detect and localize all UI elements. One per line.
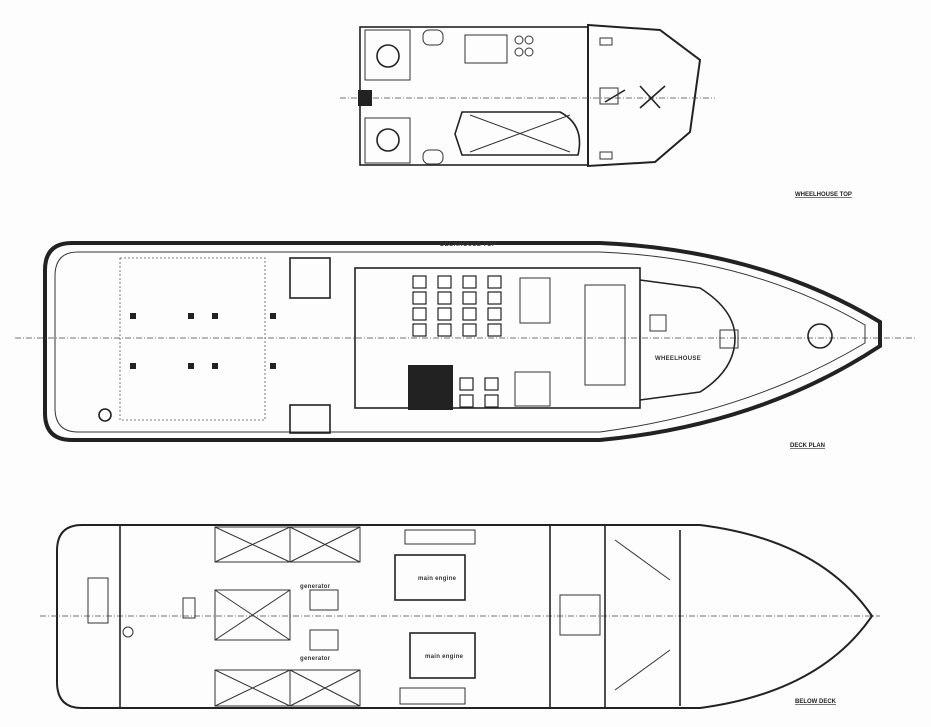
console [719, 329, 739, 349]
berths [614, 539, 671, 691]
liferaft-cradle [422, 149, 444, 165]
rescue-boat-outline [454, 111, 581, 156]
helm-chair [649, 314, 667, 332]
deck-hull-outline [43, 241, 882, 442]
deck-sockets [130, 313, 276, 369]
below-deck-view: main engine main engine generator genera… [40, 524, 880, 709]
winch-drum [376, 128, 400, 152]
mast-symbol [604, 85, 666, 109]
main-engine-starboard [409, 632, 476, 679]
deck-plan-title: DECK PLAN [790, 443, 825, 449]
toilet-block [408, 365, 453, 410]
wheelhouse-top-title: WHEELHOUSE TOP [795, 192, 852, 198]
below-deck-title: BELOW DECK [795, 699, 837, 705]
cargo-deck-area [119, 257, 266, 421]
wheelhouse-label: WHEELHOUSE [655, 356, 701, 362]
deckhouse-top-label: DECKHOUSE TOP [440, 242, 496, 248]
radar-unit [599, 87, 619, 105]
generator-1 [309, 589, 339, 611]
fuel-tank [399, 687, 466, 705]
anchor-windlass [807, 323, 833, 349]
liferaft-box [464, 34, 508, 64]
cargo-holds [214, 526, 361, 707]
winch-housing [364, 29, 411, 81]
stair-hatch [358, 90, 372, 106]
winch-drum [376, 44, 400, 68]
steering-gear [87, 577, 109, 624]
main-engine-port [394, 554, 466, 601]
passenger-seats [412, 275, 502, 408]
navigation-light [599, 37, 613, 46]
battery-box [404, 529, 476, 545]
liferaft-canisters [514, 35, 534, 57]
bollard [98, 408, 112, 422]
generator-2 [309, 629, 339, 651]
deck-plan-view: DECKHOUSE TOP WHEELHOUSE DECK PLAN [15, 241, 915, 449]
wheelhouse-front [639, 279, 736, 401]
hatch [182, 597, 196, 619]
generator-label: generator [300, 584, 331, 590]
deckhouse-outline [354, 267, 641, 409]
wheelhouse-top-view: WHEELHOUSE TOP [340, 23, 852, 198]
winch-housing [364, 117, 411, 164]
side-door [289, 404, 331, 434]
main-engine-label: main engine [418, 576, 457, 582]
liferaft-cradle [422, 29, 444, 46]
generator-label: generator [300, 656, 331, 662]
below-deck-hull-outline [56, 524, 874, 709]
navigation-light [599, 151, 613, 160]
main-engine-label: main engine [425, 654, 464, 660]
side-door [289, 257, 331, 299]
boat-cradle-cross [469, 114, 571, 153]
stair-well [584, 284, 626, 386]
survey-desk [519, 277, 551, 324]
stair-room [559, 594, 601, 636]
rudder-stock [122, 626, 134, 638]
wheelhouse-roof-outline [587, 23, 702, 168]
deck-inner-bulwark [54, 251, 866, 433]
galley-table [514, 371, 551, 407]
